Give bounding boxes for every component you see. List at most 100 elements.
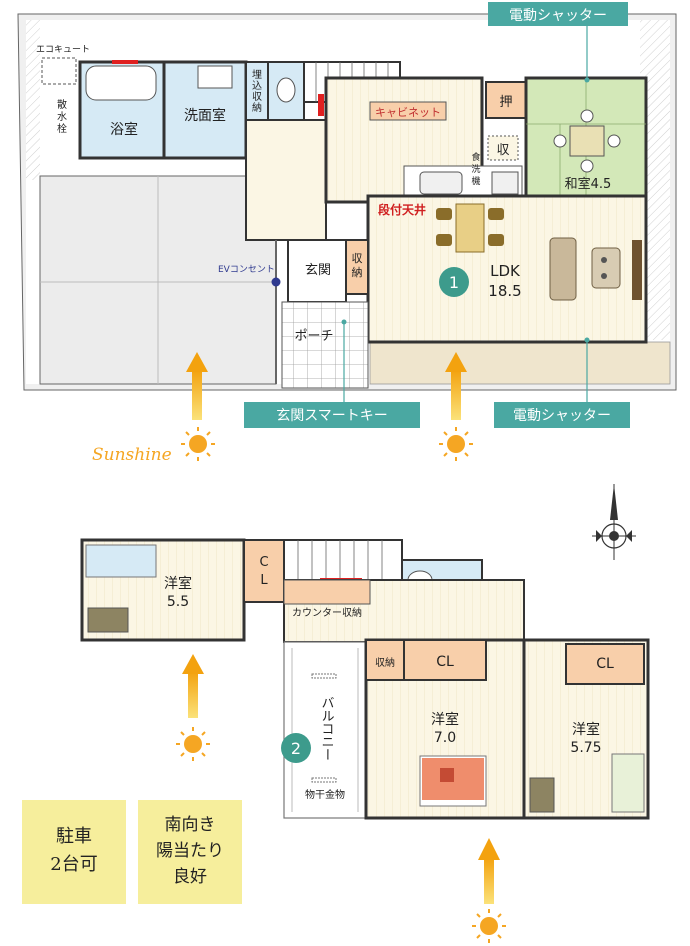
- western-room-1-name: 洋室: [164, 575, 192, 592]
- sun-arrow-icon: [445, 352, 467, 420]
- balcony-number-label: 2: [291, 739, 301, 758]
- sun-arrow-icon: [186, 352, 208, 420]
- sansui-label-2: 水: [57, 111, 67, 123]
- site-hatch-left: [26, 20, 40, 180]
- drying-rack-mark: [311, 777, 337, 783]
- desk-icon: [87, 607, 129, 633]
- bathtub-icon: [85, 65, 157, 101]
- small-storage-label: 収納: [375, 656, 395, 669]
- sansui-label-3: 栓: [57, 122, 67, 135]
- ldk-size-label: 18.5: [488, 282, 521, 300]
- ldk-name-label: LDK: [490, 262, 521, 280]
- sansui-label-1: 散: [57, 98, 67, 111]
- ecocute-unit: [41, 57, 77, 85]
- callout-dot: [584, 77, 590, 83]
- stove-icon: [491, 171, 519, 195]
- drying-rack-label: 物干金物: [305, 788, 345, 801]
- south-badge-line-1: 南向き: [165, 815, 216, 835]
- stepped-ceiling-label: 段付天井: [378, 202, 426, 217]
- western-room-3-name: 洋室: [572, 721, 600, 738]
- dishwasher-label-1: 食: [471, 151, 480, 163]
- sink-icon: [197, 65, 233, 89]
- counter-storage-box: [283, 579, 371, 605]
- ecocute-label: エコキュート: [36, 45, 90, 55]
- parking-area: [39, 175, 277, 385]
- sun-icon: [472, 909, 506, 943]
- hallway: [245, 119, 327, 241]
- cabinet-label: キャビネット: [375, 106, 441, 119]
- genkan-storage: [345, 239, 369, 295]
- callout-box-shutter-top: [488, 2, 628, 26]
- south-badge: [138, 800, 242, 904]
- callout-dot: [584, 337, 590, 343]
- genkan-label: 玄関: [305, 263, 331, 278]
- terrace: [369, 341, 671, 385]
- cushion-icon: [580, 159, 594, 173]
- closet-3-label: CL: [596, 656, 614, 672]
- genkan-storage-label-1: 収: [352, 252, 363, 265]
- western-room-2-size: 7.0: [434, 730, 456, 746]
- sun-icon: [181, 427, 215, 461]
- ev-outlet-label: EVコンセント: [218, 264, 275, 275]
- cushion-icon: [607, 134, 621, 148]
- builtin-label-4: 納: [252, 101, 262, 114]
- builtin-label-1: 埋: [252, 69, 262, 81]
- dining-set-icon: [436, 203, 504, 253]
- kitchen-window-mark: [318, 94, 324, 116]
- balcony: [283, 641, 367, 819]
- bath-window-mark: [112, 60, 138, 64]
- closet-1-label-a: C: [259, 555, 268, 570]
- sunshine-label: Sunshine: [92, 445, 172, 465]
- ldk-number-badge: [439, 267, 469, 297]
- washitsu-label: 和室4.5: [565, 176, 612, 192]
- pillow-icon: [440, 768, 454, 782]
- closet-1-label-b: L: [260, 573, 268, 588]
- ev-outlet-dot: [271, 277, 281, 287]
- closet-3: [565, 643, 645, 685]
- balcony-label: バルコニー: [319, 696, 335, 761]
- closet-1: [243, 539, 285, 603]
- sun-icon: [439, 427, 473, 461]
- oshi-label: 押: [499, 95, 512, 110]
- sofa-icon: [549, 237, 642, 301]
- toilet-icon: [276, 77, 296, 103]
- low-table-icon: [569, 125, 605, 157]
- callout-box-shutter-bottom: [494, 402, 630, 428]
- balcony-number-badge: [281, 733, 311, 763]
- parking-badge: [22, 800, 126, 904]
- porch-tiles: [281, 301, 369, 389]
- callout-shutter-top-label: 電動シャッター: [509, 8, 607, 24]
- bed-icon: [611, 753, 645, 813]
- compass-icon: [592, 484, 636, 560]
- sun-arrow-icon: [182, 654, 204, 718]
- closet-2: [403, 639, 487, 681]
- dishwasher-label-3: 機: [471, 175, 480, 187]
- bed-icon: [85, 544, 157, 578]
- builtin-label-2: 込: [252, 80, 262, 92]
- western-room-2-name: 洋室: [431, 711, 459, 728]
- ldk-number-label: 1: [449, 273, 459, 292]
- bath-label: 浴室: [110, 121, 138, 138]
- south-badge-line-2: 陽当たり: [156, 841, 224, 861]
- storage-kitchen: [487, 135, 519, 161]
- washroom-label: 洗面室: [184, 107, 226, 124]
- callout-shutter-bottom-label: 電動シャッター: [513, 408, 611, 424]
- counter-storage-label: カウンター収納: [292, 606, 362, 619]
- parking-badge-line-1: 駐車: [56, 826, 92, 847]
- sun-arrow-icon: [478, 838, 500, 904]
- callout-dot: [341, 319, 347, 325]
- south-badge-line-3: 良好: [173, 867, 207, 887]
- western-room-1-size: 5.5: [167, 594, 189, 610]
- kitchen-sink-icon: [419, 171, 463, 195]
- shu-label: 収: [496, 143, 509, 158]
- sun-icon: [176, 727, 210, 761]
- parking-badge-line-2: 2台可: [50, 854, 97, 875]
- cushion-icon: [580, 109, 594, 123]
- cushion-icon: [553, 134, 567, 148]
- closet-2-label: CL: [436, 654, 454, 670]
- stairs-2f: [283, 539, 403, 582]
- desk-icon: [529, 777, 555, 813]
- callout-box-smartkey: [244, 402, 420, 428]
- drying-rack-mark: [311, 673, 337, 679]
